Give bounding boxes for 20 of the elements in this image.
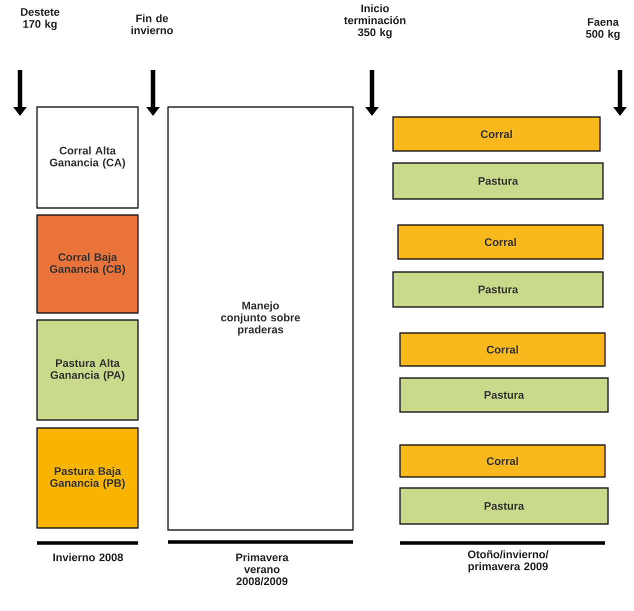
stage-box: Corral Alta Ganancia (CA) [36, 106, 139, 209]
stage-label: Invierno 2008 [53, 553, 123, 562]
stage-label: Inicio terminación 350 kg [344, 4, 406, 38]
stage-box: Corral [399, 444, 606, 478]
stage-label: Faena 500 kg [586, 18, 620, 40]
stage-box: Pastura Alta Ganancia (PA) [36, 319, 139, 421]
stage-label: Primavera verano 2008/2009 [236, 553, 289, 586]
stage-box: Pastura [392, 162, 604, 200]
stage-box: Pastura [399, 377, 609, 413]
stage-box: Pastura Baja Ganancia (PB) [36, 427, 139, 529]
stage-box: Corral [392, 116, 601, 152]
stage-box: Corral Baja Ganancia (CB) [36, 214, 139, 314]
stage-box: Pastura [399, 487, 609, 525]
stage-box: Manejo conjunto sobre praderas [167, 106, 354, 531]
stage-label: Fin de invierno [131, 14, 173, 34]
stage-box: Pastura [392, 271, 604, 308]
stage-label: Destete 170 kg [20, 8, 60, 30]
stage-box: Corral [399, 332, 606, 367]
stage-box: Corral [397, 224, 604, 260]
stage-label: Otoño/invierno/ primavera 2009 [468, 550, 548, 572]
